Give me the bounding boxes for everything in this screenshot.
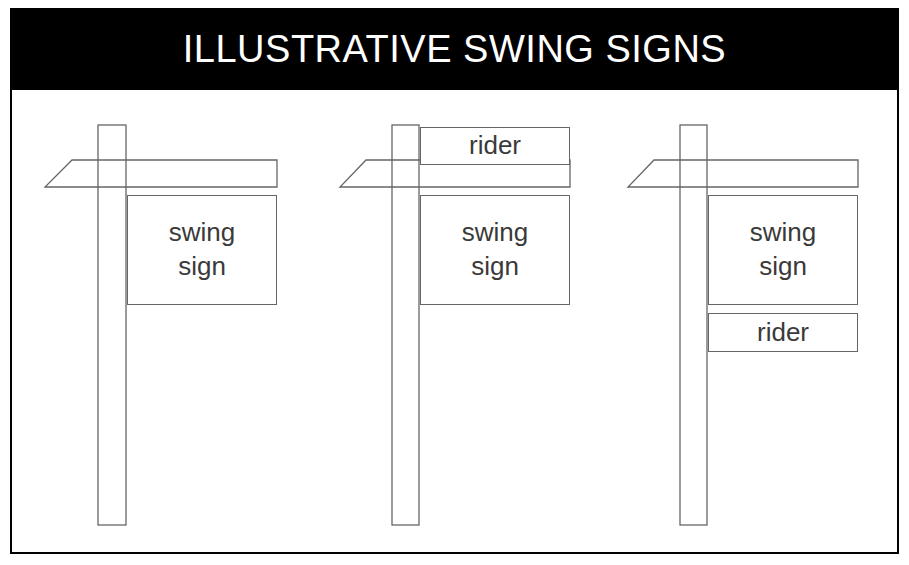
swing-sign-panel: swing sign [420, 195, 570, 305]
swing-sign-panel: swing sign [127, 195, 277, 305]
panel-text: rider [469, 129, 521, 163]
panel-text: rider [757, 316, 809, 350]
swing-sign-panel: swing sign [708, 195, 858, 305]
panel-text: swing sign [454, 216, 536, 284]
rider-panel: rider [708, 313, 858, 352]
title-text: ILLUSTRATIVE SWING SIGNS [183, 28, 726, 71]
panel-text: swing sign [742, 216, 824, 284]
arm [628, 160, 858, 187]
rider-panel: rider [420, 127, 570, 165]
title-bar: ILLUSTRATIVE SWING SIGNS [10, 8, 899, 90]
arm [45, 160, 277, 187]
panel-text: swing sign [161, 216, 243, 284]
